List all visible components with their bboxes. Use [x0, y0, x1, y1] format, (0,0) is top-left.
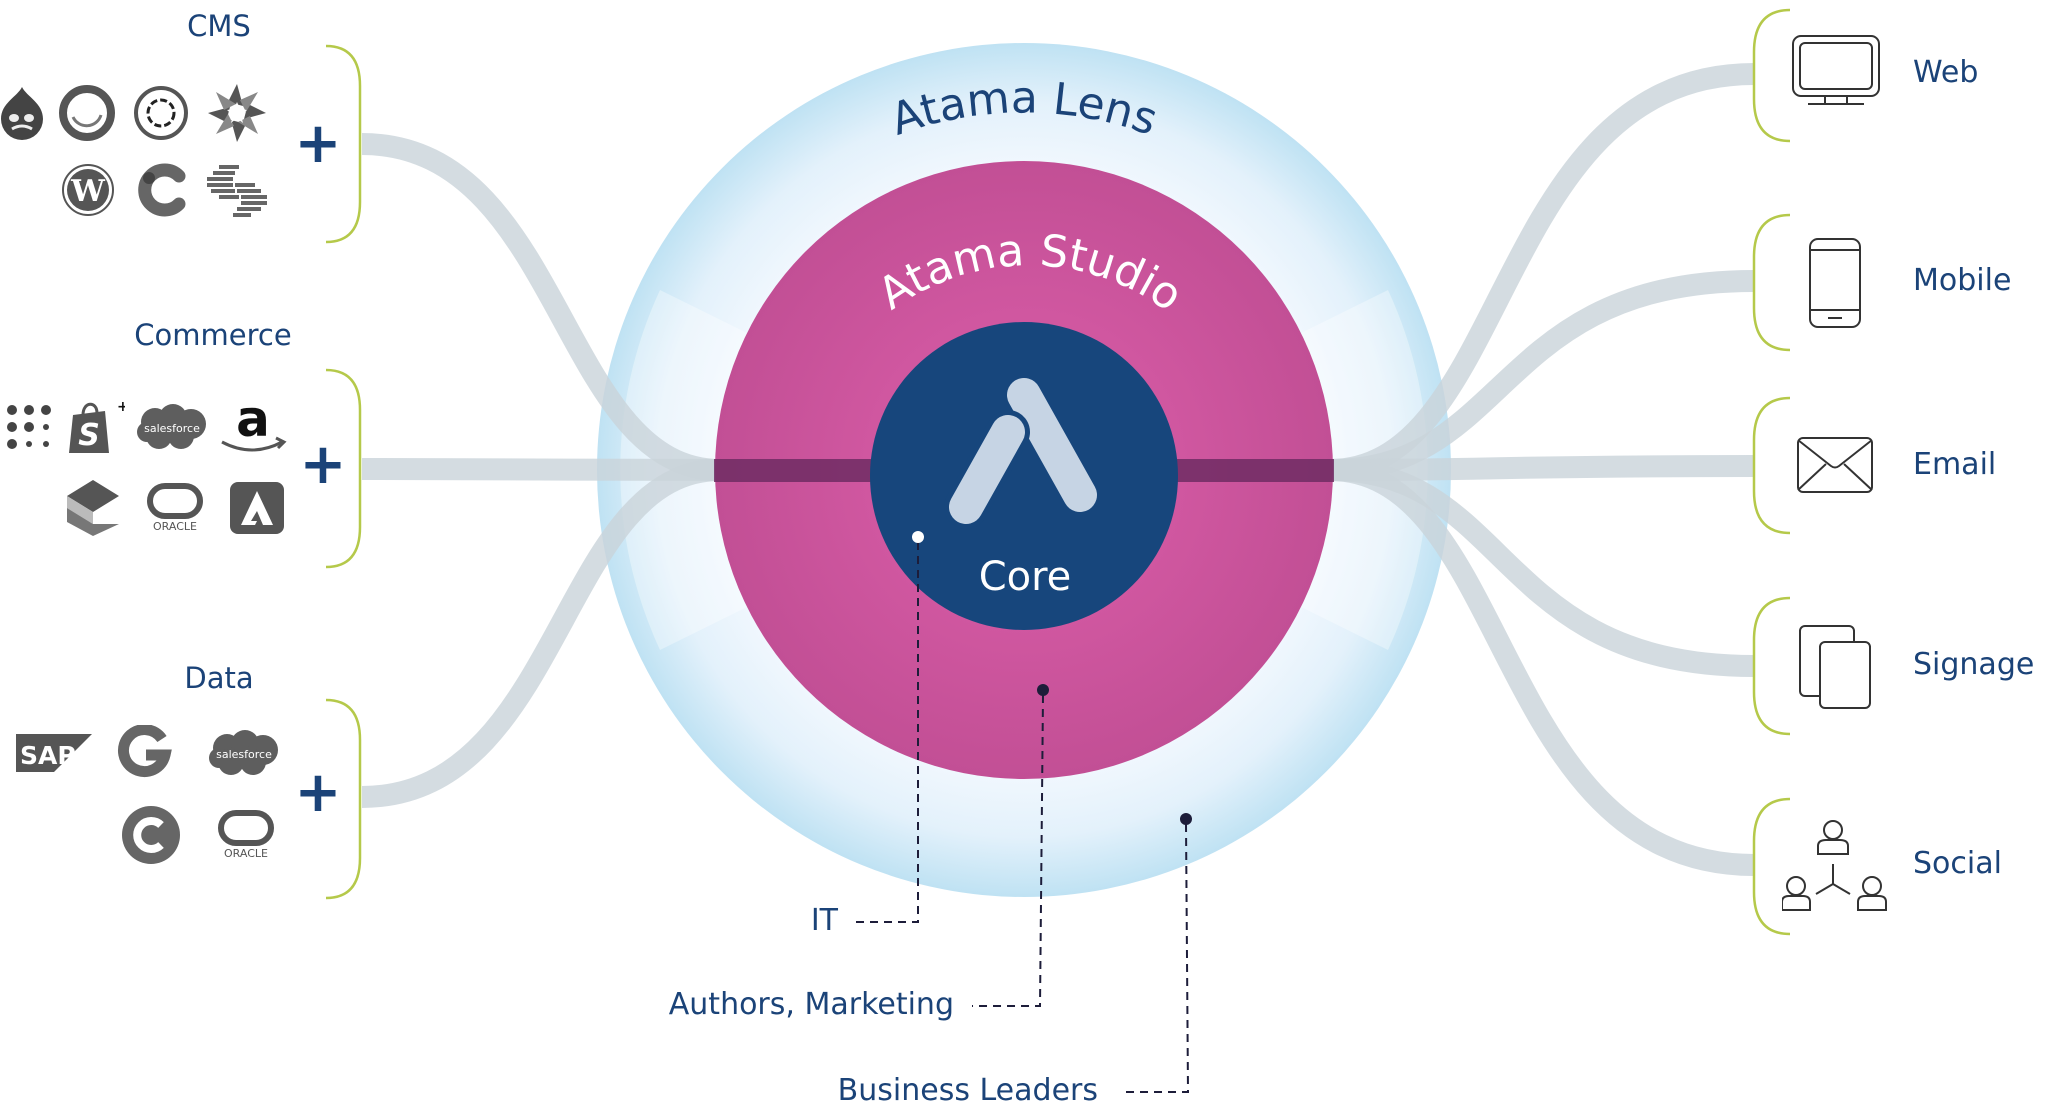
svg-text:salesforce: salesforce: [144, 422, 200, 435]
svg-text:W: W: [70, 174, 106, 209]
plus-icon-data: +: [294, 760, 342, 825]
ribbon-social: [1329, 459, 1755, 876]
smartphone-icon: [1808, 237, 1862, 329]
google-logo: [116, 725, 172, 781]
output-label-social: Social: [1913, 846, 2002, 881]
output-label-mobile: Mobile: [1913, 263, 2012, 298]
plus-icon-cms: +: [294, 111, 342, 176]
group-title-cms: CMS: [187, 9, 251, 43]
output-label-email: Email: [1913, 447, 1997, 482]
bracket-signage: [1752, 596, 1791, 736]
bracket-mobile: [1752, 213, 1791, 352]
svg-text:a: a: [236, 396, 270, 448]
sitecore-logo: [59, 85, 115, 141]
svg-text:ORACLE: ORACLE: [153, 520, 197, 533]
it-marker-dot: [912, 531, 924, 543]
salesforce-logo-commerce: salesforce: [135, 402, 209, 452]
contentstack-logo: [121, 805, 181, 865]
output-label-signage: Signage: [1913, 647, 2035, 682]
core-circle: [870, 322, 1178, 630]
salesforce-logo-data: salesforce: [207, 728, 281, 778]
brackets: [325, 8, 1791, 936]
business-leader-line: [1120, 823, 1190, 1093]
group-title-data: Data: [184, 661, 254, 695]
drupal-logo: [0, 85, 47, 141]
plus-icon-commerce: +: [299, 432, 347, 497]
oracle-logo-commerce: ORACLE: [144, 482, 206, 534]
ribbon-commerce: [361, 458, 721, 481]
core-label: Core: [978, 554, 1072, 600]
ribbon-cms: [361, 133, 721, 481]
bracket-data: [325, 698, 362, 900]
role-label-authors-marketing: Authors, Marketing: [668, 987, 954, 1022]
envelope-icon: [1796, 436, 1874, 494]
authors-leader-line: [972, 694, 1044, 1007]
wordpress-logo: W: [61, 163, 115, 217]
sap-logo: SAP: [14, 732, 94, 774]
atama-logo-icon: [944, 378, 1097, 529]
acquia-logo: [206, 82, 268, 144]
group-title-commerce: Commerce: [134, 318, 292, 352]
it-leader-line: [850, 542, 919, 923]
svg-text:salesforce: salesforce: [216, 748, 272, 761]
social-network-icon: [1782, 818, 1892, 914]
bracket-web: [1752, 8, 1791, 143]
svg-text:+: +: [117, 399, 125, 415]
role-label-it: IT: [810, 903, 838, 938]
bracket-commerce: [325, 368, 362, 569]
business-marker-dot: [1180, 813, 1192, 825]
authors-marker-dot: [1037, 684, 1049, 696]
sanity-logo: [205, 163, 269, 217]
bracket-social: [1752, 797, 1791, 936]
oracle-logo-data: ORACLE: [215, 809, 277, 861]
bigcommerce-logo: [65, 478, 121, 538]
connector-ribbons: [361, 63, 1755, 876]
ribbon-data: [361, 459, 721, 808]
role-leader-lines: [850, 542, 1190, 1093]
svg-text:S: S: [78, 418, 100, 453]
output-label-web: Web: [1913, 55, 1979, 90]
bracket-email: [1752, 396, 1791, 535]
svg-text:SAP: SAP: [20, 741, 76, 770]
commercetools-logo: [6, 404, 52, 450]
bracket-cms: [325, 44, 362, 244]
svg-text:ORACLE: ORACLE: [224, 847, 268, 860]
signage-screens-icon: [1798, 624, 1872, 710]
role-label-business-leaders: Business Leaders: [837, 1073, 1098, 1108]
adobe-experience-manager-logo: [133, 85, 189, 141]
contentful-logo: [135, 162, 189, 218]
adobe-commerce-logo: [229, 481, 285, 535]
shopify-plus-logo: S+: [65, 397, 125, 457]
monitor-icon: [1790, 34, 1882, 110]
amazon-logo: a: [218, 396, 288, 458]
